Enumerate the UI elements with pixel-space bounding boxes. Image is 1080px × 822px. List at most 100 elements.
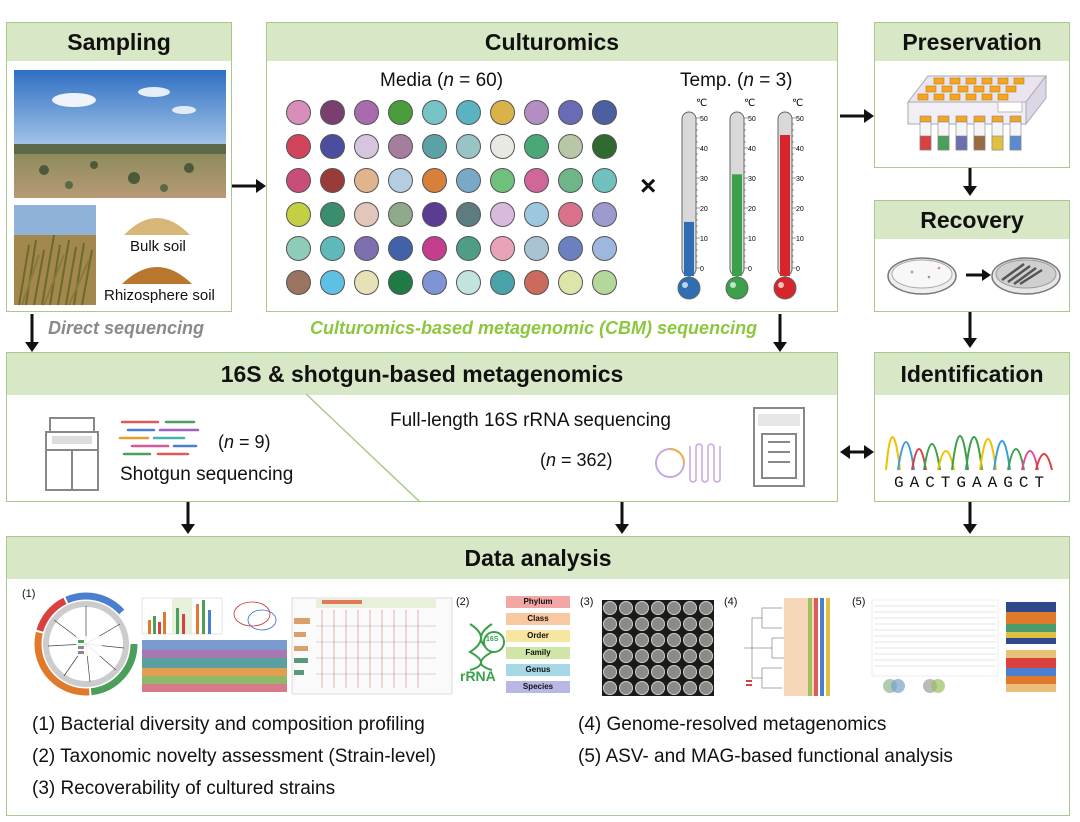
arrow-metagenomics-to-analysis-left <box>181 502 195 534</box>
panel-number-1: (1) <box>22 588 36 600</box>
full-length-16s-label: Full-length 16S rRNA sequencing <box>390 410 671 431</box>
rhizosphere-soil-pile <box>122 267 192 284</box>
media-dish <box>286 202 311 227</box>
thermometer-tick-label: 0 <box>748 266 752 273</box>
panel-number-4: (4) <box>724 596 738 608</box>
media-dish <box>524 134 549 159</box>
media-dish <box>558 168 583 193</box>
media-dish <box>286 168 311 193</box>
media-dish <box>388 270 413 295</box>
media-dish <box>320 270 345 295</box>
thermometer-tick-label: 0 <box>700 266 704 273</box>
media-dish <box>422 168 447 193</box>
media-dish <box>490 236 515 261</box>
media-dish <box>558 100 583 125</box>
analysis-item-4: (4) Genome-resolved metagenomics <box>578 714 887 735</box>
media-dish <box>592 134 617 159</box>
thermometer-tick-label: 10 <box>748 236 756 243</box>
media-dish <box>456 100 481 125</box>
arrow-identification-metagenomics <box>840 445 874 459</box>
media-dish <box>592 236 617 261</box>
media-dish <box>592 168 617 193</box>
identification-panel: Identification <box>874 352 1070 502</box>
arrow-direct-sequencing <box>25 314 39 352</box>
media-dish <box>320 202 345 227</box>
culturomics-title: Culturomics <box>267 23 837 61</box>
rrna-16s-label: 16S <box>486 636 499 643</box>
thermometer-tick-label: 20 <box>700 206 708 213</box>
media-dish <box>456 236 481 261</box>
media-dish <box>286 100 311 125</box>
cbm-sequencing-label: Culturomics-based metagenomic (CBM) sequ… <box>310 318 758 338</box>
dna-sequence: GACTGAAGCT <box>894 474 1051 492</box>
media-dish <box>456 270 481 295</box>
media-dish <box>490 134 515 159</box>
media-dish <box>558 134 583 159</box>
media-dish <box>422 270 447 295</box>
media-dish <box>320 236 345 261</box>
media-dish <box>524 270 549 295</box>
media-dish <box>422 202 447 227</box>
media-dish <box>558 202 583 227</box>
pacbio-sequencer-icon <box>753 407 805 487</box>
degree-unit: ℃ <box>792 98 803 109</box>
arrow-identification-to-analysis <box>963 502 977 534</box>
media-dish <box>524 168 549 193</box>
thermometer-tick-label: 30 <box>748 176 756 183</box>
circular-template-icon <box>655 443 721 483</box>
media-dish <box>456 134 481 159</box>
chromatogram <box>885 435 1053 471</box>
panel-number-3: (3) <box>580 596 594 608</box>
composition-bar-charts <box>141 597 287 692</box>
media-dish <box>286 134 311 159</box>
shotgun-sequencer-icon <box>45 417 99 491</box>
preservation-title: Preservation <box>875 23 1069 61</box>
analysis-item-2: (2) Taxonomic novelty assessment (Strain… <box>32 746 437 767</box>
thermometer-tick-label: 40 <box>700 146 708 153</box>
media-grid <box>286 100 626 300</box>
circular-phylogenetic-tree <box>34 592 138 696</box>
landscape-photo <box>14 70 226 198</box>
analysis-item-3: (3) Recoverability of cultured strains <box>32 778 336 799</box>
arrow-sampling-to-culturomics <box>232 179 266 193</box>
identification-title: Identification <box>875 353 1069 395</box>
media-dish <box>286 236 311 261</box>
recovery-plates-photo <box>602 600 714 696</box>
taxonomy-rank: Species <box>506 681 570 693</box>
media-dish <box>592 202 617 227</box>
direct-sequencing-label: Direct sequencing <box>48 318 205 338</box>
taxonomy-rank: Family <box>506 647 570 659</box>
media-dish <box>558 270 583 295</box>
cryo-tube-rack <box>906 74 1048 151</box>
degree-unit: ℃ <box>696 98 707 109</box>
thermometer-tick-label: 20 <box>796 206 804 213</box>
taxonomy-rank: Phylum <box>506 596 570 608</box>
petri-dishes <box>887 257 1061 295</box>
taxonomy-rank: Order <box>506 630 570 642</box>
media-dish <box>490 100 515 125</box>
media-dish <box>354 236 379 261</box>
metagenomics-title: 16S & shotgun-based metagenomics <box>7 353 837 395</box>
shotgun-sequencing-label: Shotgun sequencing <box>120 464 294 485</box>
media-dish <box>490 270 515 295</box>
full-length-n-label: (n = 362) <box>540 450 613 470</box>
thermometer-tick-label: 50 <box>700 116 708 123</box>
media-dish <box>320 100 345 125</box>
sampling-title: Sampling <box>7 23 231 61</box>
media-dish <box>388 236 413 261</box>
analysis-item-5: (5) ASV- and MAG-based functional analys… <box>578 746 953 767</box>
media-label: Media (n = 60) <box>380 70 504 91</box>
thermometer-tick-label: 30 <box>796 176 804 183</box>
panel-number-5: (5) <box>852 596 866 608</box>
media-dish <box>558 236 583 261</box>
media-dish <box>354 168 379 193</box>
media-dish <box>524 100 549 125</box>
thermometer-tick-label: 50 <box>748 116 756 123</box>
arrow-metagenomics-to-analysis-right <box>615 502 629 534</box>
media-dish <box>354 134 379 159</box>
media-dish <box>592 100 617 125</box>
panel-number-2: (2) <box>456 596 470 608</box>
multiply-sign: × <box>640 170 657 201</box>
recovery-title: Recovery <box>875 201 1069 239</box>
